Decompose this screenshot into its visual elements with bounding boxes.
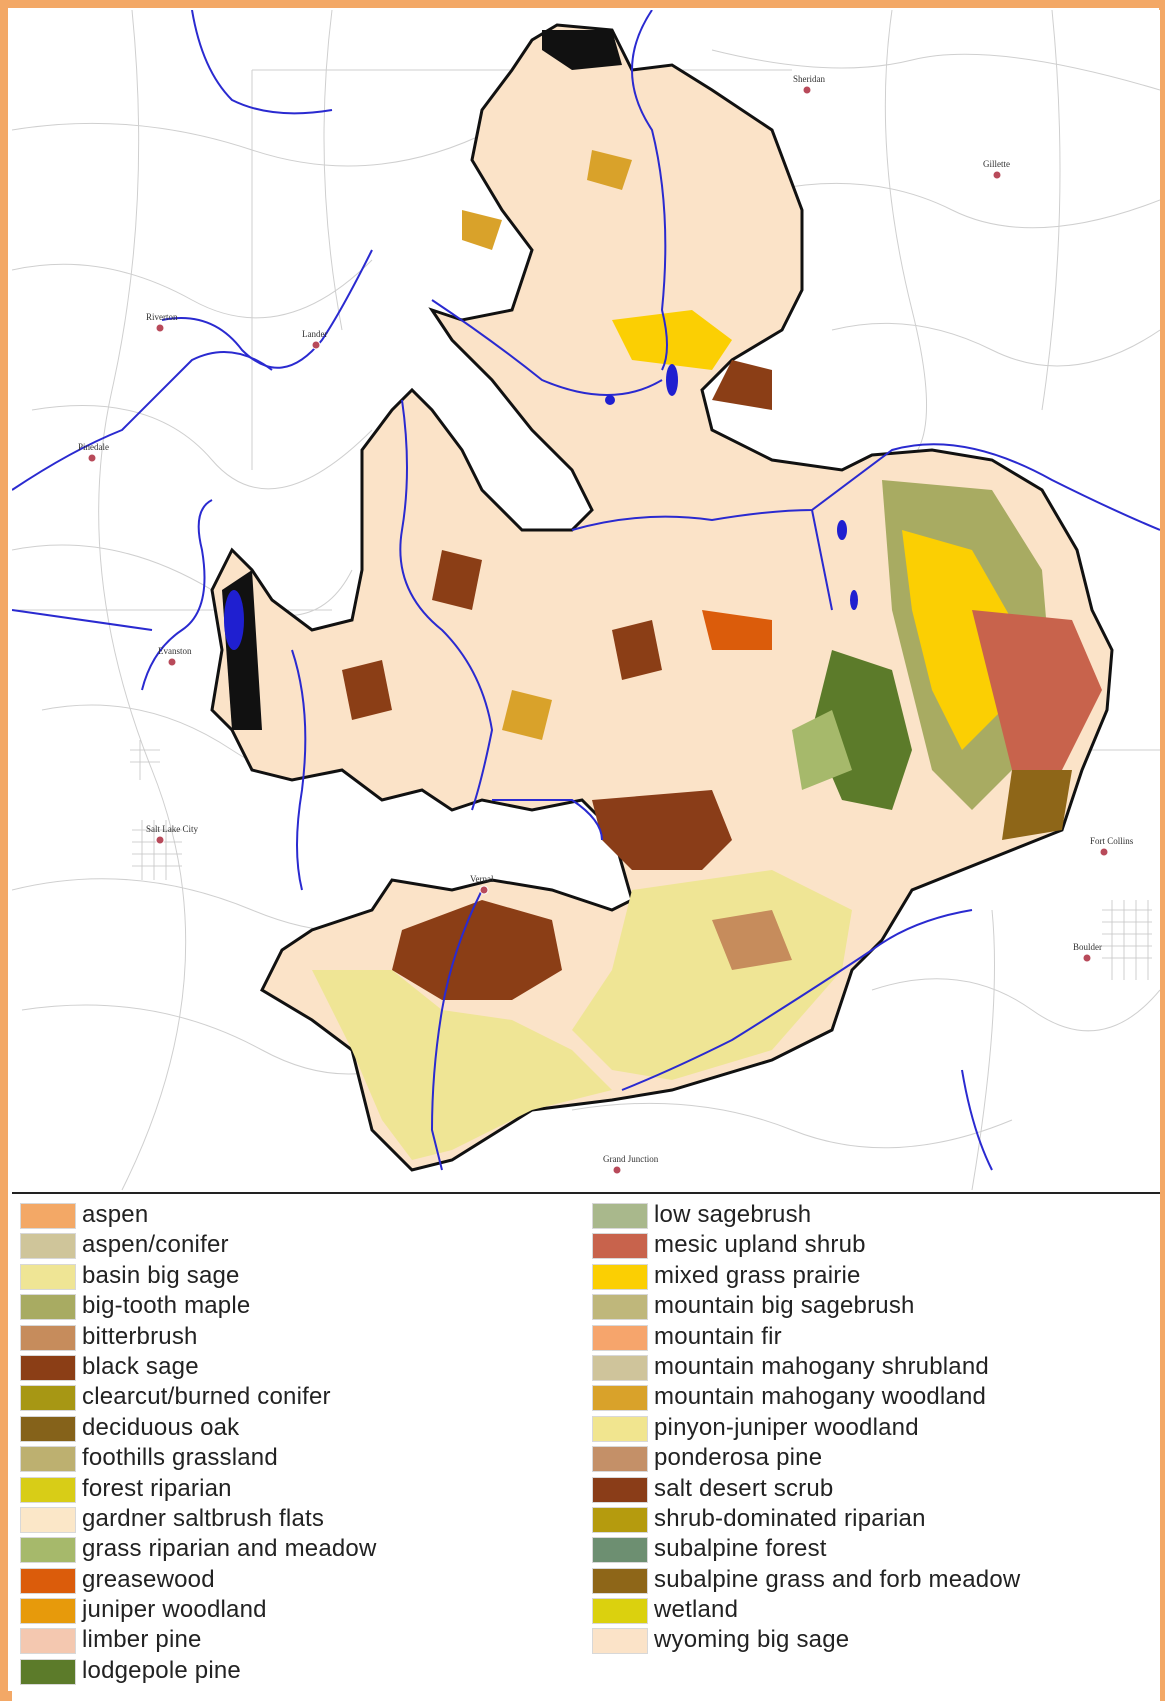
legend-swatch [20, 1294, 76, 1321]
city-label: Grand Junction [603, 1154, 659, 1164]
legend-label: juniper woodland [82, 1596, 267, 1624]
legend-label: subalpine grass and forb meadow [654, 1565, 1021, 1593]
study-region [210, 23, 1114, 1172]
legend-label: big-tooth maple [82, 1292, 251, 1320]
legend-label: lodgepole pine [82, 1656, 241, 1684]
legend-swatch [20, 1506, 76, 1533]
city-label: Salt Lake City [146, 824, 198, 834]
legend-swatch [592, 1567, 648, 1594]
legend-label: deciduous oak [82, 1413, 240, 1441]
city-label: Boulder [1073, 942, 1102, 952]
legend-label: mixed grass prairie [654, 1261, 861, 1289]
city-label: Pinedale [78, 442, 109, 452]
legend-swatch [20, 1324, 76, 1351]
legend-swatch [20, 1354, 76, 1381]
legend-label: forest riparian [82, 1474, 232, 1502]
legend-swatch [20, 1233, 76, 1260]
urban-grid [130, 740, 1152, 980]
legend-label: wetland [654, 1596, 739, 1624]
legend-label: aspen/conifer [82, 1231, 229, 1259]
city-marker [167, 657, 177, 667]
legend-swatch [20, 1537, 76, 1564]
lakes [224, 364, 858, 650]
legend-swatch [592, 1476, 648, 1503]
legend-swatch [20, 1598, 76, 1625]
legend-swatch [592, 1628, 648, 1655]
city-label: Evanston [158, 646, 192, 656]
city-marker [155, 835, 165, 845]
legend-label: grass riparian and meadow [82, 1535, 377, 1563]
city-label: Sheridan [793, 74, 825, 84]
legend-label: clearcut/burned conifer [82, 1383, 331, 1411]
legend-label: black sage [82, 1352, 199, 1380]
legend-label: limber pine [82, 1626, 202, 1654]
city-marker [479, 885, 489, 895]
legend-swatch [592, 1537, 648, 1564]
legend-label: wyoming big sage [654, 1626, 850, 1654]
city-marker [311, 340, 321, 350]
legend-swatch [592, 1415, 648, 1442]
legend-swatch [20, 1476, 76, 1503]
legend-label: mountain mahogany woodland [654, 1383, 987, 1411]
city-marker [802, 85, 812, 95]
city-label: Lander [302, 329, 327, 339]
map-canvas: SheridanGilletteRivertonLanderPinedaleEv… [12, 10, 1160, 1191]
legend-label: foothills grassland [82, 1444, 278, 1472]
legend-label: ponderosa pine [654, 1444, 823, 1472]
city-marker [612, 1165, 622, 1175]
city-marker [1082, 953, 1092, 963]
legend-label: low sagebrush [654, 1201, 812, 1228]
city-marker [992, 170, 1002, 180]
legend-swatch [20, 1203, 76, 1229]
legend-label: mountain mahogany shrubland [654, 1352, 989, 1380]
legend-swatch [592, 1598, 648, 1625]
legend-label: bitterbrush [82, 1322, 198, 1350]
legend-swatch [20, 1567, 76, 1594]
legend-swatch [592, 1506, 648, 1533]
legend-label: greasewood [82, 1565, 215, 1593]
legend-swatch [592, 1203, 648, 1229]
legend-label: mountain fir [654, 1322, 782, 1350]
legend-swatch [592, 1354, 648, 1381]
legend-swatch [20, 1658, 76, 1685]
legend-swatch [592, 1385, 648, 1412]
legend-label: pinyon-juniper woodland [654, 1413, 919, 1441]
city-marker [155, 323, 165, 333]
city-marker [1099, 847, 1109, 857]
legend-label: aspen [82, 1201, 149, 1228]
city-label: Vernal [470, 874, 494, 884]
legend-label: shrub-dominated riparian [654, 1504, 926, 1532]
city-label: Fort Collins [1090, 836, 1134, 846]
legend-swatch [592, 1294, 648, 1321]
city-label: Gillette [983, 159, 1010, 169]
legend-label: subalpine forest [654, 1535, 827, 1563]
legend-swatch [20, 1385, 76, 1412]
legend-label: basin big sage [82, 1261, 240, 1289]
legend-swatch [592, 1446, 648, 1473]
legend-swatch [592, 1233, 648, 1260]
legend-label: mesic upland shrub [654, 1231, 866, 1259]
legend-swatch [20, 1628, 76, 1655]
vegetation-patches [222, 30, 1102, 1160]
legend-swatch [592, 1263, 648, 1290]
legend-swatch [20, 1446, 76, 1473]
city-markers: SheridanGilletteRivertonLanderPinedaleEv… [78, 74, 1134, 1175]
city-label: Riverton [146, 312, 178, 322]
legend-label: mountain big sagebrush [654, 1292, 915, 1320]
legend-label: gardner saltbrush flats [82, 1504, 325, 1532]
legend-swatch [20, 1415, 76, 1442]
legend-swatch [20, 1263, 76, 1290]
legend-swatch [592, 1324, 648, 1351]
rivers [12, 10, 1160, 1171]
city-marker [87, 453, 97, 463]
legend-label: salt desert scrub [654, 1474, 834, 1502]
